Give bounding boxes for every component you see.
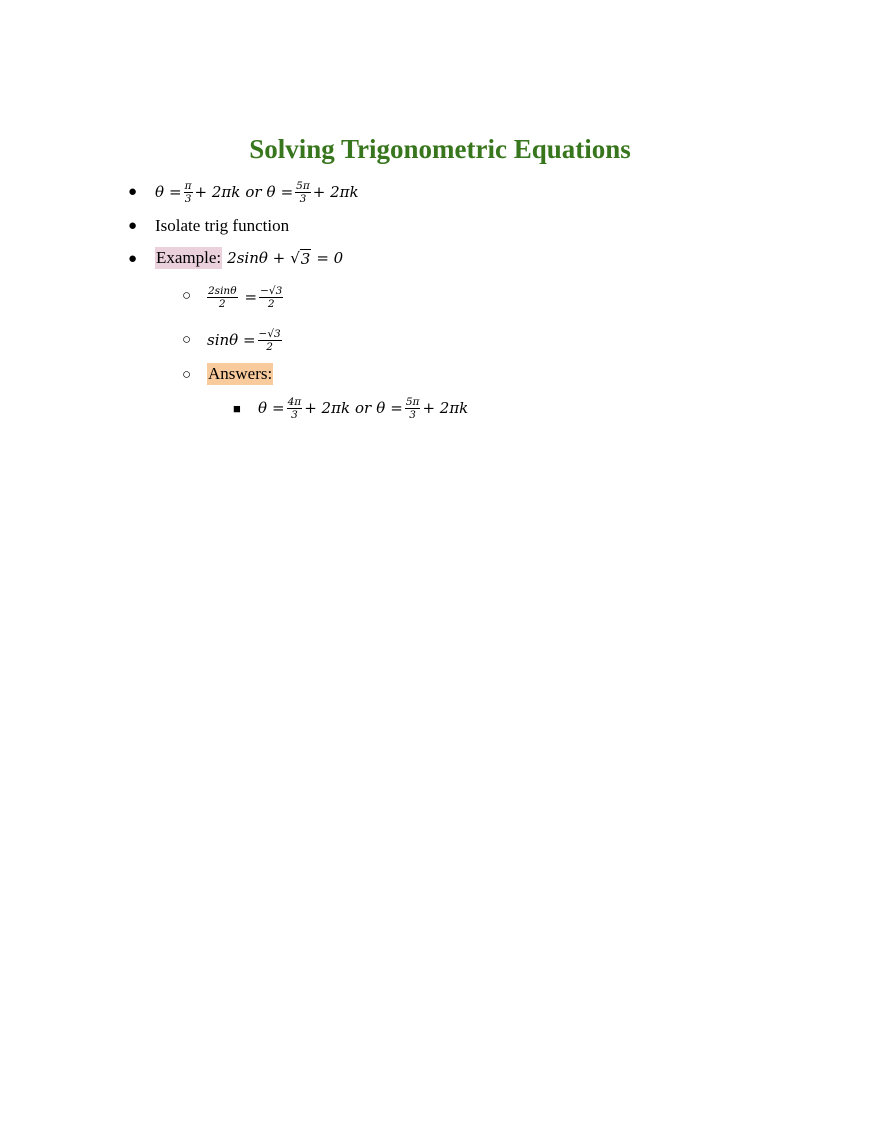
math-fraction: 5π 3 <box>295 180 311 205</box>
answer-item: θ = 4π 3 + 2πk or θ = 5π 3 + 2πk <box>258 394 468 422</box>
fraction-numerator: 2sinθ <box>207 284 238 298</box>
fraction-denominator: 3 <box>409 408 416 421</box>
bullet-level1: ● <box>128 218 138 234</box>
sqrt-radicand: 3 <box>299 248 312 268</box>
fraction-numerator: −√3 <box>259 284 284 298</box>
fraction-numerator: −√3 <box>257 327 282 341</box>
fraction-numerator: 5π <box>295 179 311 193</box>
math-fraction: 4π 3 <box>286 395 303 421</box>
fraction-denominator: 3 <box>299 192 307 205</box>
sub-item-sin: sinθ = −√3 2 <box>207 322 284 358</box>
page-title: Solving Trigonometric Equations <box>249 134 631 164</box>
math-term: + 2πk <box>422 399 469 417</box>
list-item-text: Isolate trig function <box>155 216 290 235</box>
bullet-level2: ○ <box>182 367 192 383</box>
math-fraction: 2sinθ 2 <box>207 285 238 310</box>
math-theta: θ <box>376 399 386 417</box>
list-item-general-solution: θ = π 3 + 2πk or θ = 5π 3 + 2πk <box>155 178 359 206</box>
fraction-denominator: 2 <box>218 297 226 310</box>
math-equals: = <box>272 399 285 417</box>
bullet-level1: ● <box>128 251 138 267</box>
math-equals: = <box>280 183 294 201</box>
math-theta: θ <box>266 183 276 201</box>
bullet-level2: ○ <box>182 288 192 304</box>
bullet-level3: ■ <box>233 401 241 416</box>
math-theta: θ <box>155 183 165 201</box>
math-expression: sinθ = <box>207 331 256 349</box>
math-term: + 2πk <box>312 183 359 201</box>
math-theta: θ <box>258 399 268 417</box>
example-label: Example: <box>155 247 223 269</box>
fraction-numerator: 5π <box>404 395 421 409</box>
math-fraction: −√3 2 <box>257 327 282 353</box>
math-equals: = <box>244 288 258 306</box>
answers-label: Answers: <box>207 363 274 385</box>
math-sqrt: √3 <box>290 248 312 268</box>
math-fraction: 5π 3 <box>404 395 421 421</box>
sub-item-divide: 2sinθ 2 = −√3 2 <box>205 280 285 314</box>
list-item-example: Example: 2sinθ + √3 = 0 <box>155 245 343 271</box>
fraction-denominator: 3 <box>291 408 298 421</box>
list-item-isolate: Isolate trig function <box>155 215 289 237</box>
math-equals: = <box>169 183 182 201</box>
math-expression: 2sinθ + <box>227 249 286 267</box>
math-term: + 2πk <box>304 399 351 417</box>
math-or: or <box>355 399 372 417</box>
fraction-denominator: 3 <box>184 192 192 205</box>
bullet-level2: ○ <box>182 332 192 348</box>
math-fraction: −√3 2 <box>259 284 284 310</box>
bullet-level1: ● <box>128 184 138 200</box>
math-or: or <box>245 183 262 201</box>
math-term: + 2πk <box>194 183 241 201</box>
fraction-numerator: 4π <box>286 395 303 409</box>
fraction-numerator: π <box>183 179 193 193</box>
math-fraction: π 3 <box>183 179 193 205</box>
sub-item-answers: Answers: <box>207 363 274 385</box>
fraction-denominator: 2 <box>266 340 273 353</box>
math-expression: = 0 <box>316 249 344 267</box>
fraction-denominator: 2 <box>267 297 275 310</box>
math-equals: = <box>390 399 403 417</box>
